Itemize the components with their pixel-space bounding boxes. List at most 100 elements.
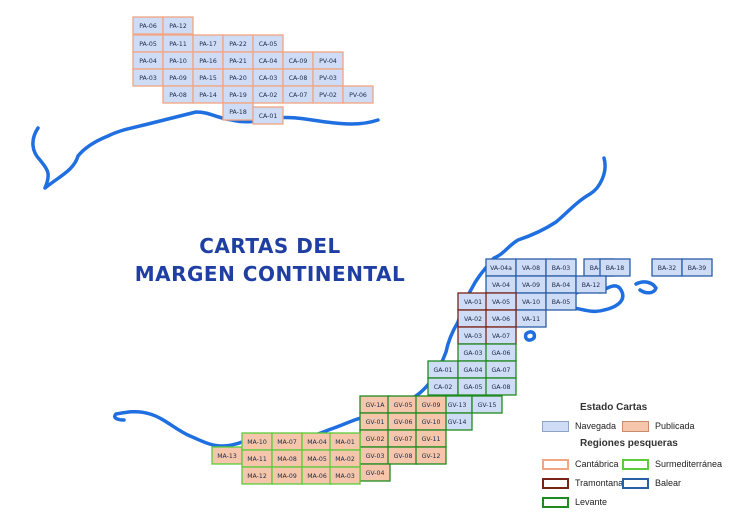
chart-sheet-gv-12[interactable]: GV-12 <box>415 446 447 465</box>
chart-sheet-ga-01[interactable]: GA-01 <box>427 360 459 379</box>
chart-sheet-ca-02[interactable]: CA-02 <box>427 377 459 396</box>
chart-sheet-va-09[interactable]: VA-09 <box>515 275 547 294</box>
chart-sheet-pa-10[interactable]: PA-10 <box>162 51 194 70</box>
chart-sheet-pa-17[interactable]: PA-17 <box>192 34 224 53</box>
chart-sheet-ma-06[interactable]: MA-06 <box>301 466 333 485</box>
chart-sheet-va-04[interactable]: VA-04 <box>485 275 517 294</box>
chart-sheet-pa-19[interactable]: PA-19 <box>222 85 254 104</box>
chart-sheet-pa-15[interactable]: PA-15 <box>192 68 224 87</box>
chart-sheet-pa-04[interactable]: PA-04 <box>132 51 164 70</box>
chart-sheet-ma-11[interactable]: MA-11 <box>241 449 273 468</box>
chart-sheet-label: BA-03 <box>552 265 571 272</box>
chart-sheet-gv-10[interactable]: GV-10 <box>415 412 447 431</box>
chart-sheet-gv-07[interactable]: GV-07 <box>387 429 419 448</box>
chart-sheet-gv-06[interactable]: GV-06 <box>387 412 419 431</box>
chart-sheet-label: GA-05 <box>464 384 483 391</box>
chart-sheet-ma-08[interactable]: MA-08 <box>271 449 303 468</box>
chart-sheet-ca-05[interactable]: CA-05 <box>252 34 284 53</box>
chart-sheet-va-10[interactable]: VA-10 <box>515 292 547 311</box>
chart-sheet-pa-12[interactable]: PA-12 <box>162 16 194 35</box>
chart-sheet-ma-04[interactable]: MA-04 <box>301 432 333 451</box>
chart-sheet-pa-06[interactable]: PA-06 <box>132 16 164 35</box>
chart-sheet-ma-12[interactable]: MA-12 <box>241 466 273 485</box>
chart-sheet-pa-21[interactable]: PA-21 <box>222 51 254 70</box>
chart-sheet-ma-03[interactable]: MA-03 <box>329 466 361 485</box>
legend-label: Navegada <box>575 421 617 431</box>
chart-sheet-ma-13[interactable]: MA-13 <box>211 446 243 465</box>
chart-sheet-ba-04[interactable]: BA-04 <box>545 275 577 294</box>
chart-sheet-va-02[interactable]: VA-02 <box>457 309 489 328</box>
chart-sheet-pa-16[interactable]: PA-16 <box>192 51 224 70</box>
chart-sheet-gv-1a[interactable]: GV-1A <box>359 395 391 414</box>
chart-sheet-gv-05[interactable]: GV-05 <box>387 395 419 414</box>
chart-sheet-ca-07[interactable]: CA-07 <box>282 85 314 104</box>
chart-sheet-ma-02[interactable]: MA-02 <box>329 449 361 468</box>
chart-sheet-ca-02[interactable]: CA-02 <box>252 85 284 104</box>
legend-item-surmediterranea: Surmediterránea <box>622 457 722 471</box>
chart-sheet-ca-08[interactable]: CA-08 <box>282 68 314 87</box>
chart-sheet-va-07[interactable]: VA-07 <box>485 326 517 345</box>
chart-sheet-ga-03[interactable]: GA-03 <box>457 343 489 362</box>
chart-sheet-label: CA-05 <box>259 41 278 48</box>
chart-sheet-va-08[interactable]: VA-08 <box>515 258 547 277</box>
chart-sheet-pa-20[interactable]: PA-20 <box>222 68 254 87</box>
chart-sheet-ba-39[interactable]: BA-39 <box>681 258 713 277</box>
chart-sheet-ma-05[interactable]: MA-05 <box>301 449 333 468</box>
chart-sheet-ca-04[interactable]: CA-04 <box>252 51 284 70</box>
chart-sheet-label: MA-04 <box>307 439 327 446</box>
chart-sheet-label: MA-02 <box>335 456 355 463</box>
chart-sheet-gv-04[interactable]: GV-04 <box>359 463 391 482</box>
chart-sheet-ba-18[interactable]: BA-18 <box>599 258 631 277</box>
legend-label: Surmediterránea <box>655 459 723 469</box>
chart-sheet-va-04a[interactable]: VA-04a <box>485 258 517 277</box>
navegada-swatch <box>542 420 569 432</box>
chart-sheet-ma-10[interactable]: MA-10 <box>241 432 273 451</box>
chart-sheet-gv-11[interactable]: GV-11 <box>415 429 447 448</box>
chart-sheet-label: MA-08 <box>277 456 297 463</box>
chart-sheet-label: GA-06 <box>492 350 511 357</box>
chart-sheet-ba-12[interactable]: BA-12 <box>575 275 607 294</box>
chart-sheet-pa-18[interactable]: PA-18 <box>222 102 254 121</box>
chart-sheet-ma-01[interactable]: MA-01 <box>329 432 361 451</box>
chart-sheet-ma-07[interactable]: MA-07 <box>271 432 303 451</box>
chart-sheet-pv-04[interactable]: PV-04 <box>312 51 344 70</box>
chart-sheet-pv-06[interactable]: PV-06 <box>342 85 374 104</box>
chart-sheet-gv-01[interactable]: GV-01 <box>359 412 391 431</box>
chart-sheet-va-01[interactable]: VA-01 <box>457 292 489 311</box>
chart-sheet-pa-14[interactable]: PA-14 <box>192 85 224 104</box>
chart-sheet-ba-32[interactable]: BA-32 <box>651 258 683 277</box>
chart-sheet-pa-22[interactable]: PA-22 <box>222 34 254 53</box>
chart-sheet-va-06[interactable]: VA-06 <box>485 309 517 328</box>
chart-sheet-ca-09[interactable]: CA-09 <box>282 51 314 70</box>
chart-sheet-va-03[interactable]: VA-03 <box>457 326 489 345</box>
chart-sheet-ga-04[interactable]: GA-04 <box>457 360 489 379</box>
chart-sheet-pa-08[interactable]: PA-08 <box>162 85 194 104</box>
chart-sheet-ga-07[interactable]: GA-07 <box>485 360 517 379</box>
chart-sheet-pa-11[interactable]: PA-11 <box>162 34 194 53</box>
chart-sheet-va-11[interactable]: VA-11 <box>515 309 547 328</box>
chart-sheet-gv-09[interactable]: GV-09 <box>415 395 447 414</box>
chart-sheet-label: VA-03 <box>464 333 482 340</box>
chart-sheet-ba-05[interactable]: BA-05 <box>545 292 577 311</box>
chart-sheet-label: GV-15 <box>478 402 497 409</box>
chart-sheet-ba-03[interactable]: BA-03 <box>545 258 577 277</box>
chart-sheet-pa-03[interactable]: PA-03 <box>132 68 164 87</box>
chart-sheet-ca-03[interactable]: CA-03 <box>252 68 284 87</box>
chart-sheet-gv-08[interactable]: GV-08 <box>387 446 419 465</box>
chart-sheet-gv-02[interactable]: GV-02 <box>359 429 391 448</box>
chart-sheet-gv-15[interactable]: GV-15 <box>471 395 503 414</box>
chart-sheet-pa-05[interactable]: PA-05 <box>132 34 164 53</box>
chart-sheet-pa-09[interactable]: PA-09 <box>162 68 194 87</box>
chart-sheet-label: GV-07 <box>394 436 413 443</box>
chart-sheet-ca-01[interactable]: CA-01 <box>252 106 284 125</box>
chart-sheet-pv-02[interactable]: PV-02 <box>312 85 344 104</box>
chart-sheet-gv-03[interactable]: GV-03 <box>359 446 391 465</box>
chart-sheet-ga-06[interactable]: GA-06 <box>485 343 517 362</box>
chart-sheet-ga-05[interactable]: GA-05 <box>457 377 489 396</box>
chart-sheet-ma-09[interactable]: MA-09 <box>271 466 303 485</box>
chart-sheet-va-05[interactable]: VA-05 <box>485 292 517 311</box>
chart-sheet-ga-08[interactable]: GA-08 <box>485 377 517 396</box>
chart-sheet-pv-03[interactable]: PV-03 <box>312 68 344 87</box>
chart-sheet-label: PA-18 <box>229 109 247 116</box>
